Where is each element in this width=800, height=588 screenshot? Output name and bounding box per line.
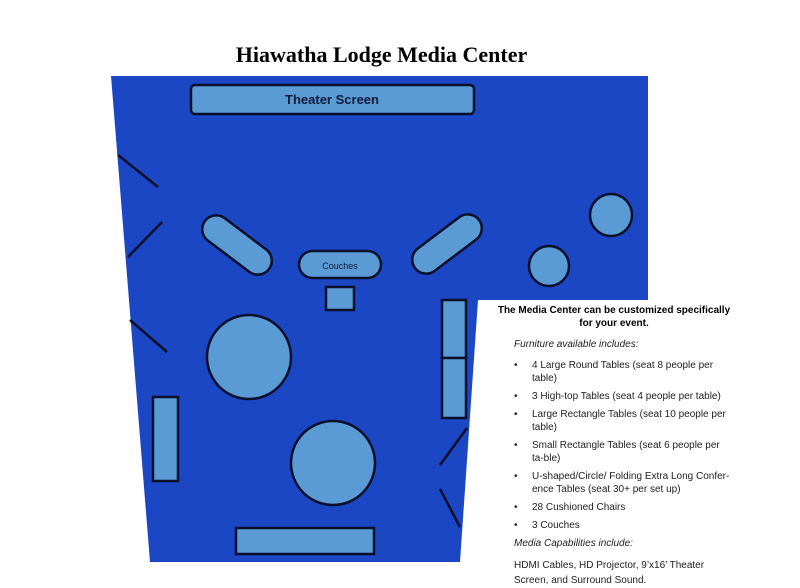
high-top-table [588,192,634,238]
room-floor [111,76,648,562]
floor-plan: Theater Screen Couches [111,76,648,562]
round-table [289,419,377,507]
rectangle-table [234,526,376,556]
furniture-list: 4 Large Round Tables (seat 8 people per … [494,359,734,532]
theater-screen-label: Theater Screen [285,92,379,107]
wall-line [438,427,469,466]
couch-right [410,213,484,275]
rectangle-table [440,356,468,420]
rectangle-table [440,298,468,360]
list-item: 4 Large Round Tables (seat 8 people per … [514,359,734,385]
list-item: 3 High-top Tables (seat 4 people per tab… [514,390,734,403]
list-item: U-shaped/Circle/ Folding Extra Long Conf… [514,470,734,496]
media-text: HDMI Cables, HD Projector, 9’x16’ Theate… [514,560,705,586]
list-item: Small Rectangle Tables (seat 6 people pe… [514,439,734,465]
couch-left [200,214,274,276]
list-item: Large Rectangle Tables (seat 10 people p… [514,408,734,434]
list-item: 3 Couches [514,519,734,532]
rectangle-table [151,395,180,483]
list-item: 28 Cushioned Chairs [514,501,734,514]
wall-line [438,488,462,528]
high-top-table [527,244,571,288]
wall-line [117,154,159,188]
couches-label: Couches [322,261,358,271]
page-title: Hiawatha Lodge Media Center [235,42,528,67]
media-heading: Media Capabilities include: [514,538,633,549]
theater-screen [189,83,476,116]
small-table [324,285,356,312]
couch-center [297,249,383,280]
furniture-heading: Furniture available includes: [514,339,639,350]
info-panel: The Media Center can be customized speci… [494,304,734,588]
round-table [205,313,293,401]
info-heading: The Media Center can be customized speci… [497,305,731,329]
wall-line [129,319,168,353]
wall-line [127,221,163,258]
